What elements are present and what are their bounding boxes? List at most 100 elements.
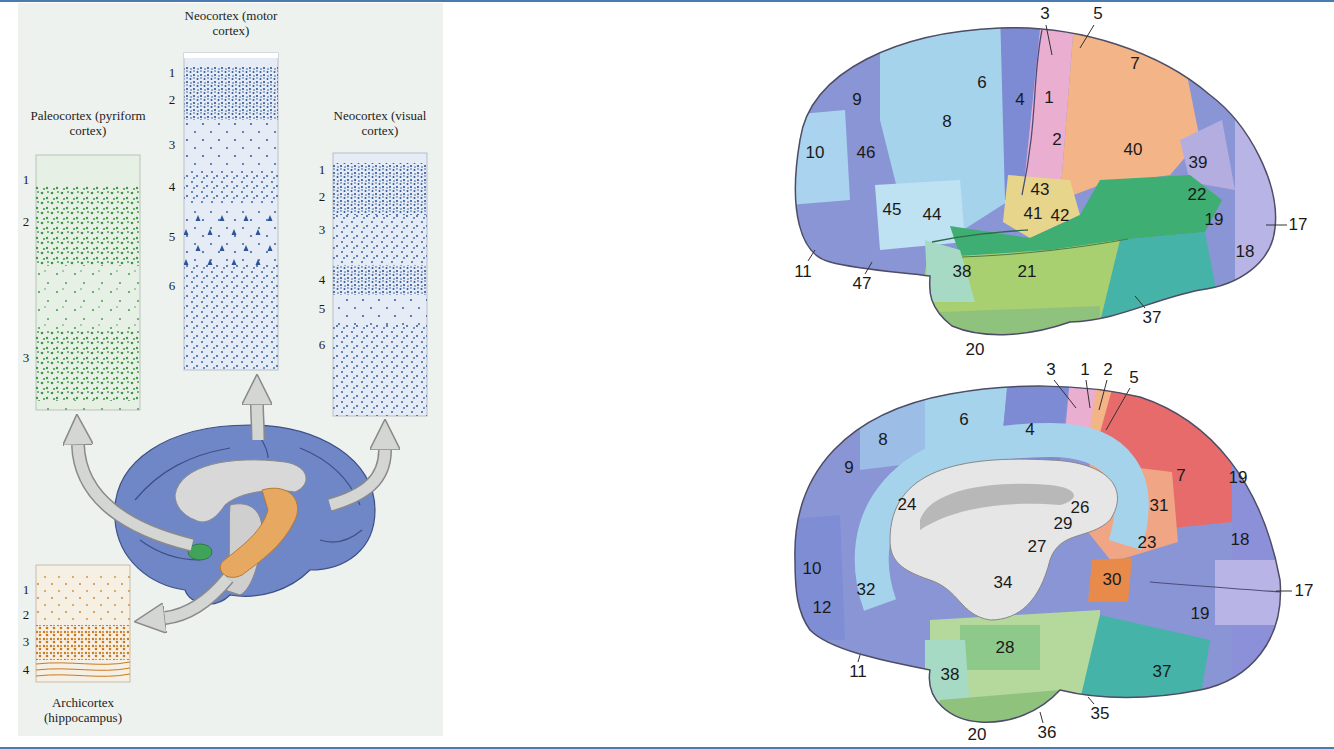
section-title: Archicortex (hippocampus) — [23, 695, 143, 725]
layer-number: 5 — [319, 301, 326, 317]
layer-number: 2 — [23, 607, 30, 623]
area-number: 3 — [1046, 360, 1055, 380]
layer-number: 3 — [23, 350, 30, 366]
layer-number: 4 — [23, 662, 30, 678]
area-number: 36 — [1038, 723, 1057, 743]
area-number: 26 — [1071, 498, 1090, 518]
layer-number: 4 — [169, 179, 176, 195]
area-number: 37 — [1143, 308, 1162, 328]
area-number: 37 — [1153, 662, 1172, 682]
area-number: 11 — [794, 262, 812, 282]
layer-number: 1 — [23, 172, 30, 188]
layer-number: 1 — [319, 162, 326, 178]
layer-number: 1 — [169, 65, 176, 81]
layer-number: 4 — [319, 272, 326, 288]
area-number: 8 — [942, 112, 951, 132]
area-number: 6 — [977, 73, 986, 93]
area-number: 1 — [1080, 360, 1089, 380]
paleocortex-column — [36, 155, 140, 410]
layer-number: 6 — [169, 278, 176, 294]
area-number: 19 — [1229, 468, 1248, 488]
area-number: 5 — [1093, 4, 1102, 24]
area-number: 22 — [1188, 185, 1207, 205]
area-number: 39 — [1189, 153, 1208, 173]
area-number: 41 — [1024, 204, 1043, 224]
layer-number: 2 — [169, 92, 176, 108]
leader-lines — [808, 25, 1287, 308]
area-number: 12 — [813, 598, 832, 618]
area-number: 38 — [953, 262, 972, 282]
area-number: 28 — [996, 638, 1015, 658]
area-number: 46 — [857, 143, 876, 163]
area-number: 27 — [1028, 537, 1047, 557]
frame-line — [0, 747, 1334, 749]
area-number: 8 — [878, 430, 887, 450]
motor-cortex-panel: Neocortex (motor cortex) — [171, 8, 291, 372]
archicortex-column — [36, 565, 130, 682]
layer-number: 2 — [23, 214, 30, 230]
frame-line — [0, 0, 1334, 2]
medial-brain-sketch — [115, 425, 375, 604]
archicortex-panel: Archicortex (hippocampus) — [23, 563, 143, 725]
area-number: 6 — [959, 410, 968, 430]
lateral-brain-map — [780, 0, 1300, 360]
medial-brain-map — [780, 370, 1300, 740]
brain-outline — [795, 386, 1281, 722]
area-number: 5 — [1129, 368, 1138, 388]
area-number: 31 — [1150, 496, 1169, 516]
area-number: 23 — [1138, 533, 1157, 553]
area-number: 20 — [966, 340, 985, 360]
area-number: 38 — [941, 665, 960, 685]
area-number: 18 — [1231, 530, 1250, 550]
area-number: 9 — [844, 458, 853, 478]
area-number: 17 — [1295, 581, 1314, 601]
layer-number: 3 — [169, 137, 176, 153]
area-number: 24 — [898, 495, 917, 515]
paleocortex-panel: Paleocortex (pyriform cortex) — [28, 108, 148, 412]
panel-ground — [18, 3, 443, 736]
pointer-arrows — [78, 405, 385, 618]
area-number: 35 — [1091, 704, 1110, 724]
area-number: 20 — [968, 725, 987, 745]
area-number: 19 — [1205, 210, 1224, 230]
section-title: Neocortex (visual cortex) — [320, 108, 440, 138]
layer-number: 1 — [23, 582, 30, 598]
area-number: 10 — [803, 559, 822, 579]
area-number: 32 — [857, 580, 876, 600]
area-number: 19 — [1191, 604, 1210, 624]
leader-lines — [858, 380, 1292, 723]
area-number: 1 — [1044, 88, 1053, 108]
area-number: 10 — [806, 143, 825, 163]
area-number: 47 — [853, 274, 872, 294]
layer-number: 6 — [319, 337, 326, 353]
layer-number: 5 — [169, 229, 176, 245]
section-title: Paleocortex (pyriform cortex) — [28, 108, 148, 138]
brain-outline — [795, 28, 1275, 335]
area-number: 17 — [1289, 215, 1308, 235]
area-number: 40 — [1124, 140, 1143, 160]
area-number: 45 — [883, 200, 902, 220]
area-number: 21 — [1018, 262, 1037, 282]
area-number: 7 — [1176, 466, 1185, 486]
area-number: 30 — [1103, 570, 1122, 590]
area-number: 2 — [1052, 130, 1061, 150]
layer-number: 2 — [319, 189, 326, 205]
area-number: 7 — [1130, 54, 1139, 74]
area-number: 34 — [994, 573, 1013, 593]
area-number: 44 — [923, 205, 942, 225]
area-number: 29 — [1054, 514, 1073, 534]
area-number: 3 — [1040, 4, 1049, 24]
motor-cortex-column — [184, 53, 278, 370]
area-number: 2 — [1103, 360, 1112, 380]
area-number: 18 — [1236, 242, 1255, 262]
area-number: 43 — [1031, 180, 1050, 200]
area-number: 4 — [1015, 90, 1024, 110]
section-title: Neocortex (motor cortex) — [171, 8, 291, 38]
layer-number: 3 — [319, 222, 326, 238]
layer-number: 3 — [23, 634, 30, 650]
area-number: 9 — [852, 90, 861, 110]
area-number: 4 — [1025, 420, 1034, 440]
visual-cortex-panel: Neocortex (visual cortex) — [320, 108, 440, 418]
area-number: 42 — [1051, 206, 1070, 226]
